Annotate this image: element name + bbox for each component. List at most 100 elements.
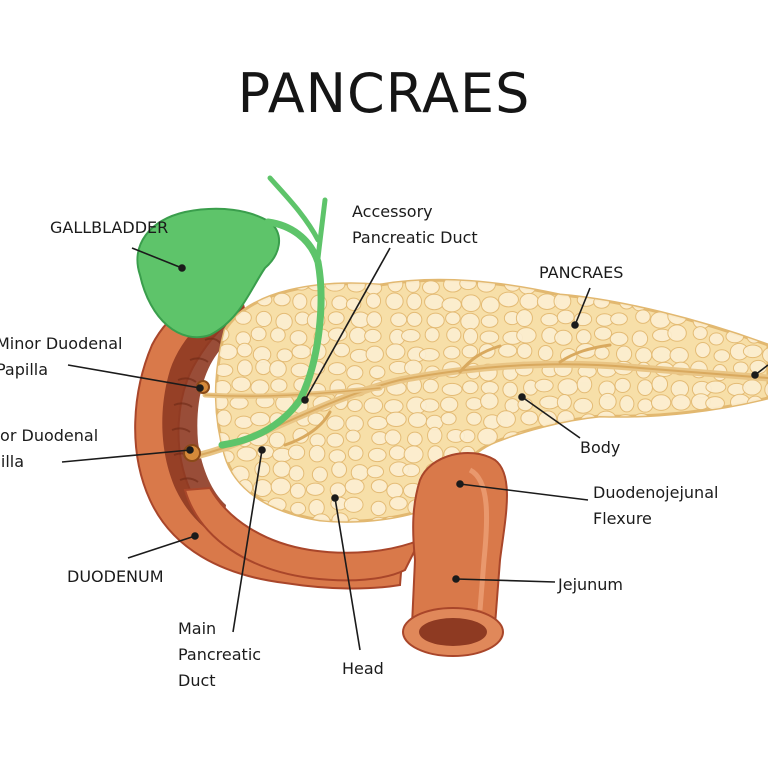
pancreas-lobule xyxy=(273,280,292,290)
bile-duct xyxy=(218,218,325,449)
pancreas-lobule xyxy=(405,280,421,293)
pancreas-lobule xyxy=(610,312,628,326)
pancreas-lobule xyxy=(253,515,270,522)
pancreas-lobule xyxy=(745,295,766,310)
pancreas-lobule xyxy=(216,409,232,427)
pancreas-lobule xyxy=(692,466,710,480)
pancreas-lobule xyxy=(672,428,688,445)
pancreas-lobule xyxy=(762,346,768,364)
pancreas-lobule xyxy=(637,379,653,397)
pancreas-lobule xyxy=(520,410,539,426)
pancreas-lobule xyxy=(534,432,554,447)
pancreas-lobule xyxy=(692,431,709,445)
pancreas-lobule xyxy=(441,297,462,313)
pancreas-lobule xyxy=(327,311,345,326)
pancreas-lobule xyxy=(365,345,384,363)
pancreas-lobule xyxy=(577,482,594,501)
pancreas-lobule xyxy=(363,397,384,414)
pancreas-lobule xyxy=(708,332,724,346)
pancreas-lobule xyxy=(369,365,386,380)
hepatic-duct-2 xyxy=(315,197,328,261)
diagram-title: PANCRAES xyxy=(237,62,531,125)
pancreas-lobule xyxy=(539,395,560,410)
pancreas-lobule xyxy=(667,324,687,342)
pancreas-lobule xyxy=(745,448,765,463)
pancreas-lobule xyxy=(727,290,744,308)
pancreas-lobule xyxy=(763,310,768,325)
pancreas-lobule xyxy=(384,399,404,414)
pancreas-lobule xyxy=(385,292,404,311)
pancreas-lobule xyxy=(276,348,293,363)
pancreas-lobule xyxy=(365,292,382,309)
pancreas-lobule xyxy=(273,292,291,307)
pancreas-lobule xyxy=(653,280,670,294)
pancreas-lobule xyxy=(328,449,347,464)
hepatic-duct-1 xyxy=(267,175,321,243)
pancreas-lobule xyxy=(476,280,496,293)
label-duodenojejunal-flexure: Duodenojejunal Flexure xyxy=(593,483,719,528)
label-major-duodenal-papilla: Major Duodenal Papilla xyxy=(0,426,99,471)
pancreas-lobule xyxy=(575,329,592,345)
pancreas-lobule xyxy=(289,482,306,499)
pancreas-lobule xyxy=(619,395,635,413)
pancreas-lobule xyxy=(617,449,636,466)
pancreas-lobule xyxy=(616,345,633,363)
pancreas-lobule xyxy=(445,311,461,326)
pancreas-lobule xyxy=(389,496,408,511)
pancreas-lobule xyxy=(637,463,653,480)
pancreas-lobule xyxy=(728,466,749,481)
pancreas-lobule xyxy=(742,379,762,396)
pancreas-lobule xyxy=(596,410,617,426)
pancreas-lobule xyxy=(579,413,598,431)
pancreas-lobule xyxy=(270,477,292,496)
label-minor-duodenal-papilla: Minor Duodenal Papilla xyxy=(0,334,123,379)
pancreas-lobule xyxy=(331,295,349,311)
pancreas-lobule xyxy=(723,516,743,522)
pancreas-lobule xyxy=(216,363,234,377)
pancreas-lobule xyxy=(635,347,653,364)
pancreas-lobule xyxy=(651,375,669,393)
pancreas-lobule xyxy=(462,327,479,345)
pancreas-lobule xyxy=(234,415,254,429)
pancreas-lobule xyxy=(593,326,613,341)
pancreas-lobule xyxy=(502,381,518,398)
pancreas-lobule xyxy=(275,312,293,331)
pancreas-lobule xyxy=(746,413,768,430)
pancreas-lobule xyxy=(540,313,559,327)
pancreas-lobule xyxy=(615,463,634,482)
pancreas-lobule xyxy=(654,429,672,445)
pancreas-lobule xyxy=(366,311,383,328)
pancreas-lobule xyxy=(350,464,369,482)
pancreas-lobule xyxy=(555,500,572,514)
pancreas-lobule xyxy=(255,310,273,328)
pancreas-lobule xyxy=(746,395,764,413)
pancreas-lobule xyxy=(460,312,480,331)
pancreas-lobule xyxy=(539,500,559,515)
pancreas-lobule xyxy=(521,449,542,464)
pancreas-lobule xyxy=(326,415,345,431)
pancreas-lobule xyxy=(540,483,557,501)
pancreas-lobule xyxy=(498,291,519,308)
pancreas-lobule xyxy=(533,514,553,522)
pancreas-lobule xyxy=(364,328,382,344)
pancreas-lobule xyxy=(426,312,445,329)
pancreas-lobule xyxy=(555,515,572,522)
pancreas-lobule xyxy=(367,415,389,431)
pancreas-lobule xyxy=(480,314,499,328)
pancreas-lobule xyxy=(555,464,577,481)
pancreas-lobule xyxy=(287,444,306,461)
pancreas-lobule xyxy=(326,432,345,448)
pancreas-lobule xyxy=(629,432,650,449)
pancreas-lobule xyxy=(347,398,363,413)
pancreas-lobule xyxy=(344,478,365,495)
pancreas-lobule xyxy=(704,311,724,325)
pancreas-lobule xyxy=(557,378,579,396)
pancreas-lobule xyxy=(523,514,540,522)
pancreas-lobule xyxy=(614,377,631,393)
pancreas-lobule xyxy=(346,280,366,293)
jejunum-highlight xyxy=(468,467,490,611)
pancreas-lobule xyxy=(385,411,407,428)
pancreas-lobule xyxy=(366,465,385,479)
pancreas-lobule xyxy=(704,280,724,292)
pancreas-lobule xyxy=(250,411,271,427)
